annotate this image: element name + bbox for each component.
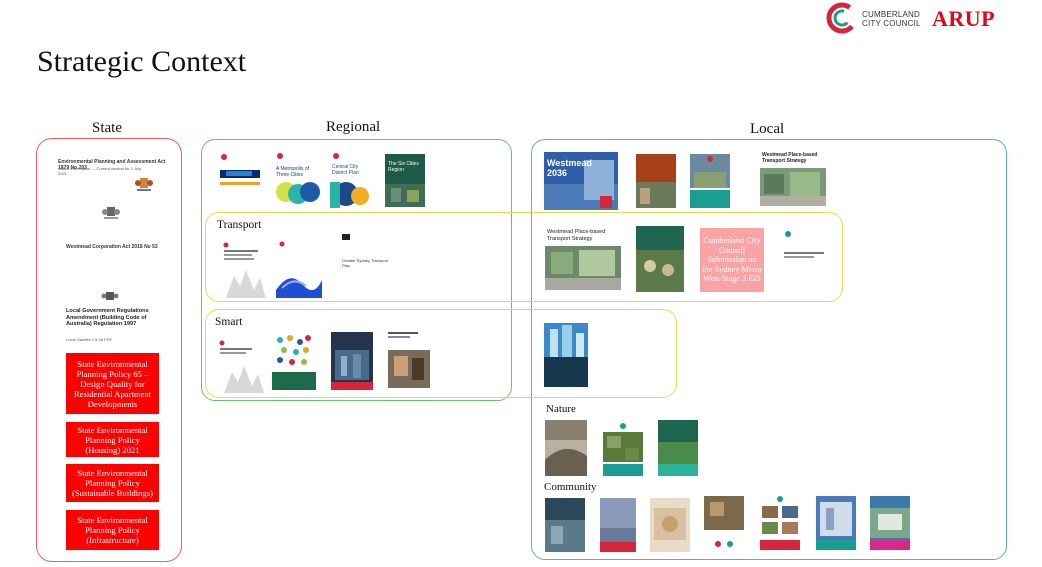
local-group-box — [531, 139, 1007, 560]
community-doc-thumb-7 — [870, 496, 910, 550]
epa-act-title: Environmental Planning and Assessment Ac… — [58, 159, 166, 171]
smart-heading: Smart — [215, 316, 243, 328]
community-doc-thumb-1 — [545, 498, 585, 552]
community-doc-thumb-2 — [600, 498, 636, 552]
sepp-sustainable-box: State Environmental Planning Policy (Sus… — [66, 464, 159, 502]
transport-doc-thumb-1 — [222, 240, 268, 298]
smart-group-box — [205, 309, 677, 398]
local-doc-thumb-2 — [636, 154, 676, 208]
central-city-thumb-title: Central City District Plan — [332, 164, 359, 176]
westmead-place-transport-thumb-1: Westmead Place-based Transport Strategy — [760, 150, 826, 206]
nsw-crest-icon — [135, 178, 153, 191]
sepp-65-box: State Environmental Planning Policy 65 –… — [66, 353, 159, 414]
regional-doc-thumb-1 — [218, 152, 262, 206]
state-group-box — [36, 138, 182, 562]
sydney-transport-plan-thumb: Greater Sydney Transport Plan — [340, 232, 392, 292]
state-heading: State — [92, 120, 122, 136]
smart-places-strategy-thumb — [272, 332, 316, 390]
cumberland-line2: CITY COUNCIL — [862, 19, 921, 28]
westmead-2036-thumb: Westmead 2036 — [544, 152, 618, 210]
local-heading: Local — [750, 121, 785, 137]
nsw-crest-small-icon — [101, 292, 119, 300]
cumberland-line1: CUMBERLAND — [862, 10, 921, 19]
arup-logo: ARUP — [932, 6, 996, 31]
transport-heading: Transport — [217, 219, 262, 231]
transport-plan-thumb-title: Greater Sydney Transport Plan — [342, 258, 389, 268]
lgr-regulation-title: Local Government Regulations Amendment (… — [66, 308, 149, 328]
local-doc-thumb-3 — [690, 154, 730, 208]
six-cities-thumb-title: The Six Cities Region — [388, 161, 419, 173]
regional-group-box — [201, 139, 512, 401]
sepp-infrastructure-box: State Environmental Planning Policy (Inf… — [66, 510, 159, 550]
nature-doc-thumb-2 — [603, 420, 643, 476]
smart-places-thumb — [331, 332, 373, 390]
community-doc-thumb-5 — [760, 494, 800, 550]
nature-doc-thumb-1 — [545, 420, 587, 476]
local-transport-doc-thumb — [780, 228, 832, 292]
nature-doc-thumb-3 — [658, 420, 698, 476]
nature-heading: Nature — [546, 403, 576, 415]
westmead-act-title: Westmead Corporation Act 2018 No 53 — [66, 244, 158, 250]
westmead-place-transport-thumb-2: Westmead Place-based Transport Strategy — [545, 228, 621, 290]
westmead-place-thumb2-title: Westmead Place-based Transport Strategy — [547, 229, 606, 242]
westmead-place-thumb1-title: Westmead Place-based Transport Strategy — [762, 152, 818, 164]
epa-act-subtitle: Status information — Current version for… — [58, 166, 142, 176]
metropolis-three-cities-thumb: A Metropolis of Three Cities — [274, 152, 320, 208]
local-smart-doc-thumb — [544, 323, 588, 387]
cumberland-logo: CUMBERLAND CITY COUNCIL — [826, 2, 926, 38]
future-transport-thumb — [276, 240, 322, 298]
cumberland-c-icon — [826, 2, 858, 34]
transport-group-box — [205, 212, 843, 302]
metro-west-submission-box: Cumberland City Council Submission on th… — [700, 228, 764, 292]
community-doc-thumb-4 — [704, 496, 744, 552]
westmead-2036-thumb-title: Westmead 2036 — [547, 158, 592, 178]
sepp-housing-box: State Environmental Planning Policy (Hou… — [66, 422, 159, 457]
local-transport-strategy-thumb — [636, 226, 684, 292]
community-doc-thumb-6 — [816, 496, 856, 550]
page-title: Strategic Context — [37, 45, 247, 78]
central-city-district-plan-thumb: Central City District Plan — [330, 152, 372, 208]
lgr-regulation-meta: Local Gazette 1.5.08 PDF — [66, 337, 113, 342]
community-heading: Community — [544, 481, 597, 493]
regional-heading: Regional — [326, 119, 381, 135]
metropolis-thumb-title: A Metropolis of Three Cities — [276, 166, 310, 178]
six-cities-region-thumb: The Six Cities Region — [385, 154, 425, 207]
smart-doc-thumb-4 — [386, 328, 430, 390]
community-doc-thumb-3 — [650, 498, 690, 552]
smart-doc-thumb-1 — [218, 338, 264, 393]
nsw-crest-grey-icon — [102, 207, 120, 219]
